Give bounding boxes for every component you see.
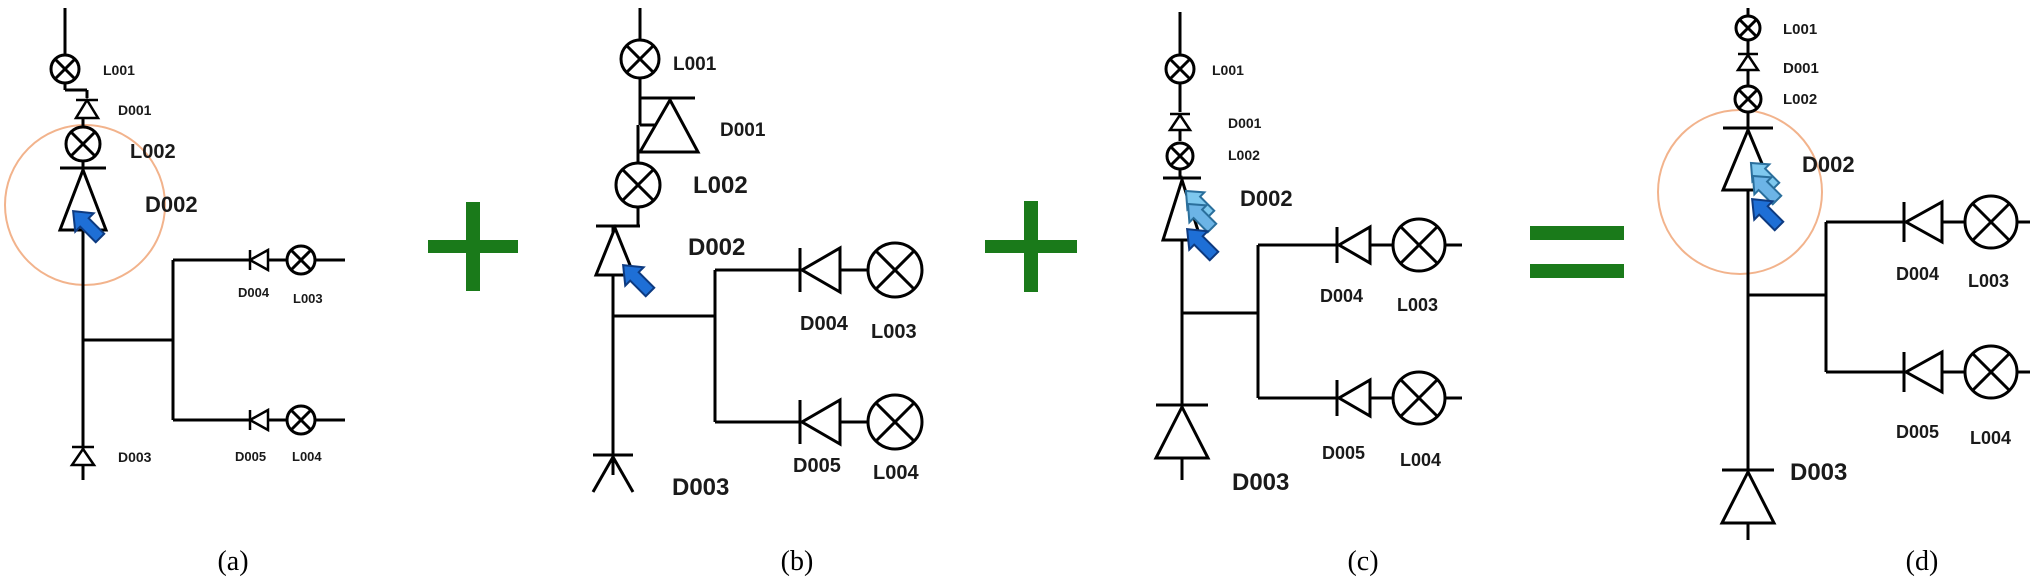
lamp-L001-icon	[1164, 53, 1196, 85]
lamp-L001-icon	[1734, 14, 1762, 42]
lamp-L004-icon	[285, 404, 317, 436]
lamp-L003-icon	[285, 244, 317, 276]
diode-D001-icon	[637, 96, 701, 154]
pointer-arrow-icon	[622, 264, 656, 298]
label-D004: D004	[1896, 264, 1939, 284]
panel-c: L001 D001 L002 D002 D004 L003 D005 L004 …	[1153, 12, 1462, 577]
label-D004: D004	[1320, 286, 1363, 306]
pointer-arrow-icon	[72, 210, 106, 244]
lamp-L003-icon	[1391, 217, 1447, 273]
lamp-L001-icon	[49, 53, 81, 85]
lamp-L004-icon	[866, 393, 924, 451]
label-D005: D005	[235, 449, 266, 464]
lamp-L002-icon	[614, 125, 662, 209]
panel-a: L001 D001 L002 D002 D004 L003 D005 L004 …	[4, 8, 345, 577]
label-D002: D002	[1240, 186, 1293, 211]
label-L004: L004	[1970, 428, 2011, 448]
lamp-L002-icon	[1165, 141, 1195, 171]
diode-D004-icon	[247, 247, 287, 273]
label-D001: D001	[1783, 60, 1819, 77]
label-L004: L004	[292, 449, 322, 464]
panel-d: L001 D001 L002 D002 D004 L003 D005 L004 …	[1657, 8, 2030, 577]
lamp-L002-icon	[64, 125, 102, 163]
diode-D004-icon	[798, 245, 842, 295]
label-L004: L004	[1400, 450, 1441, 470]
lamp-L003-icon	[1963, 194, 2019, 250]
diode-D005-icon	[247, 407, 287, 433]
label-L001: L001	[1212, 62, 1244, 78]
label-D005: D005	[1322, 443, 1365, 463]
caption-d: (d)	[1906, 546, 1939, 577]
diode-D005-icon	[798, 397, 842, 447]
highlight-circle	[4, 124, 166, 286]
pointer-arrow-icon	[1751, 198, 1785, 232]
diode-D003-icon	[591, 453, 635, 493]
label-L001: L001	[1783, 21, 1817, 38]
plus-operator-2: +	[985, 201, 1077, 292]
caption-c: (c)	[1347, 546, 1378, 577]
caption-b: (b)	[781, 546, 814, 577]
label-D003: D003	[1790, 459, 1847, 486]
highlight-circle	[1657, 109, 1823, 275]
diode-D001-icon	[73, 97, 101, 120]
diode-D003-icon	[69, 445, 97, 467]
label-D003: D003	[672, 474, 729, 501]
lamp-L001-icon	[619, 38, 661, 80]
label-L003: L003	[1968, 271, 2009, 291]
label-L002: L002	[1228, 147, 1260, 163]
diode-D002-icon	[593, 223, 640, 277]
label-D004: D004	[800, 313, 849, 335]
diode-D005-icon	[1335, 377, 1372, 419]
label-L004: L004	[873, 462, 919, 484]
label-D001: D001	[118, 102, 152, 118]
label-D002: D002	[145, 192, 198, 217]
label-D002: D002	[1802, 152, 1855, 177]
label-L002: L002	[693, 172, 748, 199]
lamp-L004-icon	[1963, 344, 2019, 400]
plus-operator-1: +	[428, 202, 518, 291]
label-D003: D003	[1232, 469, 1289, 496]
lamp-L002-icon	[1733, 84, 1763, 114]
label-L002: L002	[130, 141, 176, 163]
label-D005: D005	[1896, 422, 1939, 442]
label-L001: L001	[673, 54, 717, 75]
equals-operator: =	[1530, 226, 1624, 278]
label-D001: D001	[720, 120, 766, 141]
lamp-L004-icon	[1391, 370, 1447, 426]
diode-D001-icon	[1167, 112, 1193, 132]
label-D002: D002	[688, 234, 745, 261]
label-D001: D001	[1228, 115, 1262, 131]
diode-D001-icon	[1735, 52, 1761, 72]
caption-a: (a)	[217, 546, 248, 577]
diode-D003-icon	[1719, 468, 1777, 525]
pointer-arrow-light-icon	[1751, 174, 1783, 206]
label-L003: L003	[871, 321, 917, 343]
label-L003: L003	[1397, 295, 1438, 315]
label-L002: L002	[1783, 91, 1817, 108]
panel-b: L001 D001 L002 D002 D004 L003 D005 L004 …	[591, 8, 924, 577]
label-L001: L001	[103, 62, 135, 78]
label-L003: L003	[293, 291, 323, 306]
pointer-arrow-light-icon	[1186, 202, 1218, 234]
label-D005: D005	[793, 455, 841, 477]
diode-D004-icon	[1335, 224, 1372, 266]
diode-D004-icon	[1902, 199, 1944, 245]
lamp-L003-icon	[866, 241, 924, 299]
pointer-arrow-icon	[1186, 228, 1220, 262]
label-D004: D004	[238, 285, 270, 300]
diode-D005-icon	[1902, 349, 1944, 395]
label-D003: D003	[118, 449, 152, 465]
diode-D003-icon	[1153, 403, 1211, 460]
